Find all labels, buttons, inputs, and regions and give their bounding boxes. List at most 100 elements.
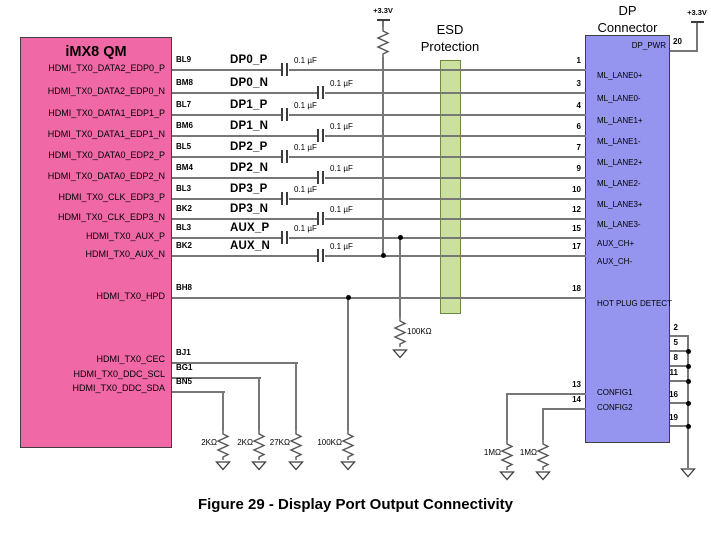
capacitor-icon [317, 129, 319, 142]
ground-icon [535, 471, 551, 481]
ball-number-label: BJ1 [176, 348, 191, 357]
connector-pin-number: 17 [572, 242, 581, 251]
signal-wire [172, 69, 281, 71]
connector-pin-number: 7 [576, 143, 581, 152]
connector-pin-label: CONFIG2 [597, 403, 633, 412]
power-rail-label: +3.3V [687, 8, 707, 17]
imx8-signal-label: HDMI_TX0_CLK_EDP3_N [57, 212, 165, 222]
capacitor-value-label: 0.1 µF [330, 122, 353, 131]
capacitor-icon [281, 192, 283, 205]
imx8-signal-label: HDMI_TX0_AUX_N [85, 249, 165, 259]
connector-pin-number: 20 [673, 37, 682, 46]
connector-pin-label: HOT PLUG DETECT [597, 299, 672, 308]
ground-pin-wire [670, 380, 689, 382]
capacitor-icon [286, 150, 288, 163]
pullup-wire [382, 57, 384, 255]
resistor-icon [535, 440, 551, 470]
connector-pin-label: ML_LANE2- [597, 179, 641, 188]
connector-pin-label: ML_LANE1+ [597, 116, 643, 125]
hpd-wire [172, 297, 586, 299]
connector-pin-label: ML_LANE0- [597, 94, 641, 103]
capacitor-value-label: 0.1 µF [330, 164, 353, 173]
connector-pin-number: 5 [673, 338, 678, 347]
resistor-value-label: 100KΩ [407, 327, 432, 336]
signal-wire [172, 237, 281, 239]
signal-wire [325, 218, 586, 220]
capacitor-icon [322, 171, 324, 184]
net-name-label: DP0_N [230, 77, 269, 89]
resistor-icon [340, 430, 356, 460]
ball-number-label: BM4 [176, 163, 193, 172]
net-name-label: DP2_N [230, 162, 269, 174]
connector-pin-number: 14 [572, 395, 581, 404]
capacitor-icon [317, 171, 319, 184]
i2c-wire [295, 362, 297, 430]
ground-icon [340, 461, 356, 471]
esd-protection-block [440, 60, 461, 314]
ground-pin-wire [670, 350, 689, 352]
connector-pin-number: 13 [572, 380, 581, 389]
signal-wire [289, 114, 586, 116]
ground-icon [499, 471, 515, 481]
esd-label-line2: Protection [420, 39, 480, 54]
ground-icon [392, 349, 408, 359]
net-name-label: AUX_P [230, 222, 270, 234]
dp-connector-title-line2: Connector [597, 20, 658, 35]
capacitor-icon [317, 212, 319, 225]
resistor-icon [499, 440, 515, 470]
signal-wire [172, 156, 281, 158]
capacitor-icon [322, 129, 324, 142]
imx8-signal-label: HDMI_TX0_DATA1_EDP1_N [47, 129, 165, 139]
net-name-label: AUX_N [230, 240, 270, 252]
junction-dot [685, 424, 691, 430]
imx8-signal-label: HDMI_TX0_CLK_EDP3_P [58, 192, 165, 202]
connector-pin-number: 11 [669, 368, 678, 377]
connector-pin-number: 3 [576, 79, 581, 88]
pullup-wire [382, 21, 384, 27]
imx8-signal-label: HDMI_TX0_HPD [96, 291, 165, 301]
connector-pin-label: ML_LANE0+ [597, 71, 643, 80]
net-name-label: DP2_P [230, 141, 268, 153]
ball-number-label: BN5 [176, 377, 193, 386]
capacitor-icon [317, 86, 319, 99]
capacitor-icon [317, 249, 319, 262]
connector-pin-number: 6 [576, 122, 581, 131]
signal-wire [172, 198, 281, 200]
resistor-value-label: 2KΩ [201, 438, 217, 447]
capacitor-icon [286, 63, 288, 76]
ball-number-label: BG1 [176, 363, 193, 372]
power-rail-label: +3.3V [373, 6, 393, 15]
power-rail-icon [690, 21, 704, 23]
connector-pin-label: ML_LANE1- [597, 137, 641, 146]
capacitor-icon [322, 212, 324, 225]
signal-wire [325, 255, 586, 257]
signal-wire [172, 114, 281, 116]
connector-pin-number: 2 [673, 323, 678, 332]
resistor-icon [375, 27, 391, 57]
ball-number-label: BL3 [176, 223, 192, 232]
connector-pin-label: AUX_CH+ [597, 239, 635, 248]
imx8-title: iMX8 QM [65, 44, 127, 60]
figure-caption: Figure 29 - Display Port Output Connecti… [197, 496, 514, 513]
ball-number-label: BL5 [176, 142, 192, 151]
i2c-wire [258, 377, 260, 430]
ball-number-label: BL7 [176, 100, 192, 109]
ball-number-label: BL9 [176, 55, 192, 64]
dp-connector-title-line1: DP [618, 3, 637, 18]
signal-wire [289, 198, 586, 200]
config-wire [506, 393, 508, 440]
config-wire [507, 393, 586, 395]
imx8-signal-label: HDMI_TX0_DATA2_EDP0_N [47, 86, 165, 96]
signal-wire [289, 156, 586, 158]
connector-pin-number: 4 [576, 101, 581, 110]
ground-pin-wire [670, 365, 689, 367]
capacitor-value-label: 0.1 µF [330, 242, 353, 251]
capacitor-icon [281, 108, 283, 121]
connector-pin-label: ML_LANE2+ [597, 158, 643, 167]
aux-pulldown-wire [399, 237, 401, 317]
resistor-value-label: 1MΩ [483, 448, 501, 457]
resistor-value-label: 2KΩ [237, 438, 253, 447]
imx8-signal-label: HDMI_TX0_DDC_SCL [73, 369, 165, 379]
imx8-signal-label: HDMI_TX0_DDC_SDA [72, 383, 165, 393]
